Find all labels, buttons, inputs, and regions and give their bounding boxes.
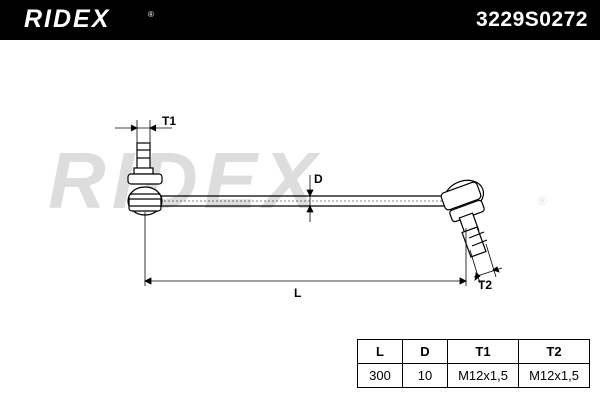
spec-header-l: L bbox=[357, 339, 403, 364]
spec-value-t2: M12x1,5 bbox=[518, 363, 590, 388]
stabiliser-rod bbox=[160, 195, 446, 207]
t2-label: T2 bbox=[478, 278, 492, 292]
brand-logo: RIDEX bbox=[24, 5, 111, 33]
spec-table: L D T1 T2 300 10 M12x1,5 M12x1,5 bbox=[357, 339, 590, 388]
l-label: L bbox=[294, 286, 301, 300]
t1-label: T1 bbox=[162, 114, 176, 128]
right-ball-joint bbox=[440, 179, 488, 258]
watermark: RIDEX ® bbox=[48, 136, 547, 225]
d-dimension bbox=[306, 175, 314, 222]
header-bar: RIDEX ® 3229S0272 bbox=[0, 0, 600, 40]
spec-value-l: 300 bbox=[357, 363, 403, 388]
brand-registered-mark: ® bbox=[148, 10, 154, 19]
d-label: D bbox=[314, 172, 323, 186]
spec-header-t1: T1 bbox=[447, 339, 519, 364]
spec-header-row: L D T1 T2 bbox=[357, 339, 590, 364]
spec-value-t1: M12x1,5 bbox=[447, 363, 519, 388]
watermark-registered-mark: ® bbox=[538, 194, 547, 208]
watermark-text: RIDEX bbox=[48, 136, 323, 225]
t2-dimension bbox=[469, 243, 503, 284]
spec-value-row: 300 10 M12x1,5 M12x1,5 bbox=[357, 363, 590, 388]
t1-dimension bbox=[115, 120, 172, 145]
l-dimension bbox=[144, 212, 467, 286]
part-number: 3229S0272 bbox=[476, 8, 588, 31]
spec-value-d: 10 bbox=[402, 363, 448, 388]
stabiliser-link-drawing-icon: RIDEX ® T1 D bbox=[48, 114, 547, 300]
spec-header-d: D bbox=[402, 339, 448, 364]
spec-header-t2: T2 bbox=[518, 339, 590, 364]
